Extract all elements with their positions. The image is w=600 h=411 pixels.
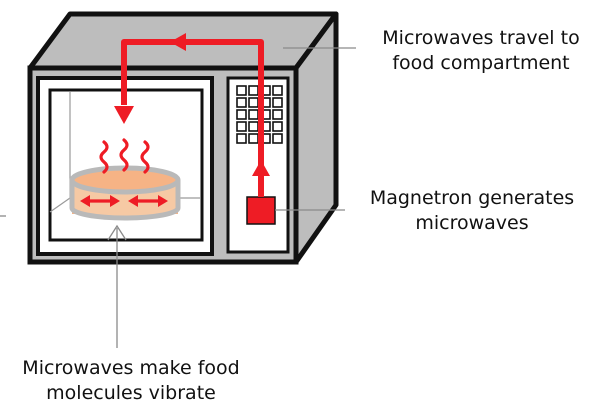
wavy-heat-lines-icon [99,138,150,174]
label-line: Microwaves travel to [382,27,580,49]
label-microwaves-travel: Microwaves travel to food compartment [362,26,600,76]
label-line: Magnetron generates [369,187,575,209]
vibration-arrows-icon [80,195,168,207]
food-dish [69,165,181,221]
microwave-path-arrow [114,33,270,197]
label-molecules-vibrate: Microwaves make food molecules vibrate [0,356,262,406]
microwave-oven [27,11,339,265]
label-line: food compartment [392,52,570,74]
label-magnetron-generates: Magnetron generates microwaves [346,186,598,236]
magnetron-icon [246,196,276,225]
keypad [236,85,283,144]
label-line: Microwaves make food [22,357,240,379]
label-line: microwaves [415,212,529,234]
leader-lines [0,47,356,348]
label-line: molecules vibrate [46,382,216,404]
